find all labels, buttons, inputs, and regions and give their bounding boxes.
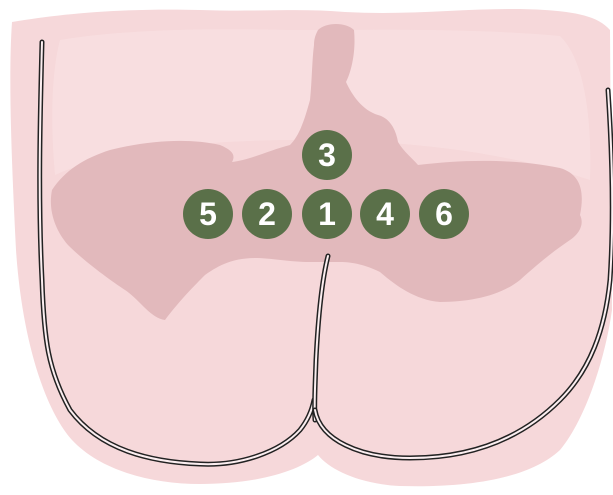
marker-1-label: 1 (318, 196, 336, 232)
marker-5-label: 5 (199, 196, 217, 232)
marker-1: 1 (302, 189, 352, 239)
marker-3-label: 3 (318, 137, 336, 173)
marker-3: 3 (302, 130, 352, 180)
marker-2-label: 2 (258, 196, 276, 232)
marker-4: 4 (360, 189, 410, 239)
marker-4-label: 4 (376, 196, 394, 232)
marker-6-label: 6 (435, 196, 453, 232)
marker-2: 2 (242, 189, 292, 239)
marker-5: 5 (183, 189, 233, 239)
marker-6: 6 (419, 189, 469, 239)
